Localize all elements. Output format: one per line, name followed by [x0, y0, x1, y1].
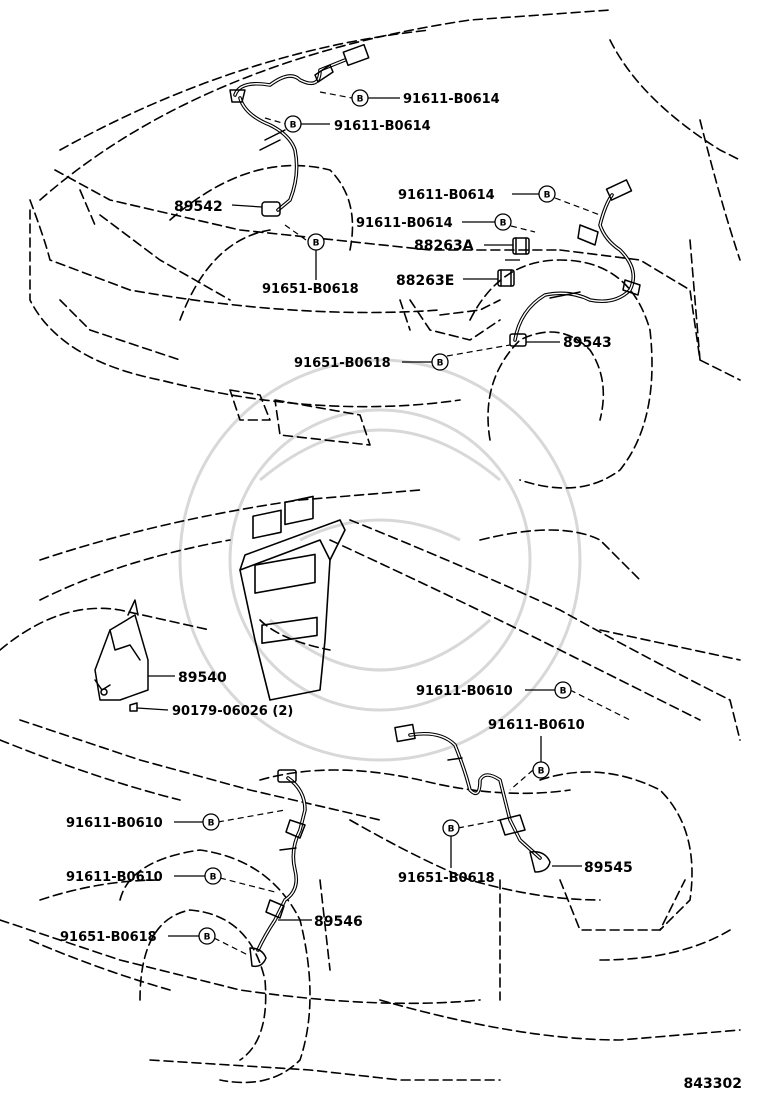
callout-89542: 89542	[174, 199, 223, 215]
bolt-marker: B	[538, 185, 556, 203]
clip-88263a	[512, 237, 530, 255]
callout-91651-b0618: 91651-B0618	[60, 930, 157, 945]
svg-text:B: B	[544, 191, 551, 201]
callout-89543: 89543	[563, 335, 612, 351]
callout-89545: 89545	[584, 860, 633, 876]
callout-90179-06026: 90179-06026 (2)	[172, 704, 293, 719]
upper-car-body	[29, 9, 741, 489]
bolt-marker: B	[202, 813, 220, 831]
bolt-marker: B	[198, 927, 216, 945]
bolt-marker: B	[431, 353, 449, 371]
callout-91611-b0610: 91611-B0610	[66, 870, 163, 885]
callout-91611-b0614: 91611-B0614	[356, 216, 453, 231]
svg-text:B: B	[204, 933, 211, 943]
callout-91611-b0614: 91611-B0614	[334, 119, 431, 134]
speed-sensor-89545	[394, 723, 551, 873]
bolt-marker: B	[307, 233, 325, 251]
callout-91611-b0614: 91611-B0614	[403, 92, 500, 107]
bolt-marker: B	[442, 819, 460, 837]
svg-text:B: B	[313, 239, 320, 249]
svg-text:B: B	[560, 687, 567, 697]
svg-text:B: B	[208, 819, 215, 829]
callout-88263e: 88263E	[396, 273, 454, 289]
bolt-marker: B	[351, 89, 369, 107]
bolt-marker: B	[532, 761, 550, 779]
callout-91611-b0610: 91611-B0610	[416, 684, 513, 699]
svg-text:B: B	[538, 767, 545, 777]
abs-ecu-89540	[94, 599, 149, 712]
callout-91651-b0618: 91651-B0618	[398, 871, 495, 886]
svg-text:B: B	[210, 873, 217, 883]
callout-91651-b0618: 91651-B0618	[262, 282, 359, 297]
speed-sensor-89542	[229, 43, 370, 217]
diagram-code: 843302	[684, 1076, 742, 1092]
speed-sensor-89543	[509, 179, 641, 347]
bolt-marker: B	[554, 681, 572, 699]
bolt-marker: B	[494, 213, 512, 231]
lower-car-body	[0, 489, 741, 1084]
svg-text:B: B	[290, 121, 297, 131]
leader-lines	[136, 91, 631, 956]
callout-91651-b0618: 91651-B0618	[294, 356, 391, 371]
center-console	[239, 495, 346, 701]
svg-text:B: B	[357, 95, 364, 105]
callout-91611-b0610: 91611-B0610	[66, 816, 163, 831]
svg-text:B: B	[437, 359, 444, 369]
callout-89540: 89540	[178, 670, 227, 686]
svg-text:B: B	[448, 825, 455, 835]
callout-91611-b0610: 91611-B0610	[488, 718, 585, 733]
clip-88263e	[497, 269, 515, 287]
bolt-marker: B	[204, 867, 222, 885]
speed-sensor-89546	[249, 769, 307, 968]
watermark-logo	[178, 358, 582, 762]
callout-89546: 89546	[314, 914, 363, 930]
callout-88263a: 88263A	[414, 238, 474, 254]
callout-91611-b0614: 91611-B0614	[398, 188, 495, 203]
svg-text:B: B	[500, 219, 507, 229]
bolt-marker: B	[284, 115, 302, 133]
